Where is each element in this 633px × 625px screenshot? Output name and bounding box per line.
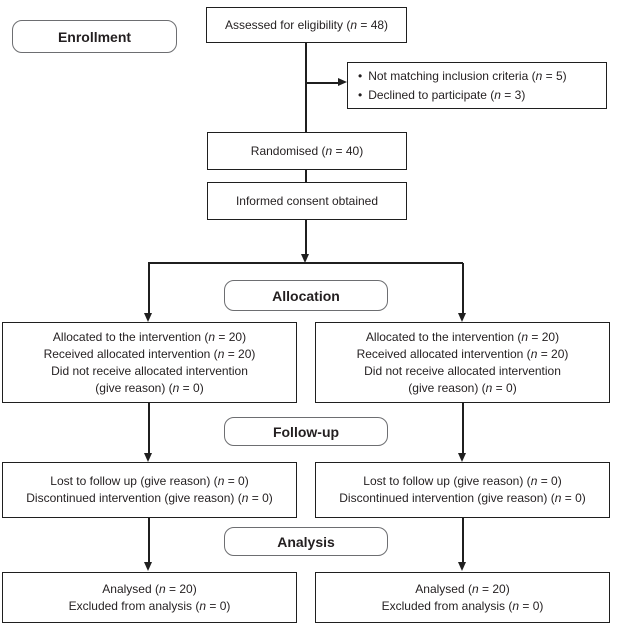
- allocation-left-arm-box: Allocated to the intervention (n = 20) R…: [2, 322, 297, 403]
- arrowhead-down-branch: [301, 254, 309, 263]
- box-line: Discontinued intervention (give reason) …: [26, 491, 273, 505]
- connector-branch-to-allocation-right: [462, 263, 464, 313]
- connector-followup-to-analysis-left: [148, 518, 150, 562]
- assessed-for-eligibility-box: Assessed for eligibility (n = 48): [206, 7, 407, 43]
- box-line: Did not receive allocated intervention: [364, 363, 561, 378]
- bullet-icon: •: [358, 68, 363, 83]
- connector-followup-to-analysis-right: [462, 518, 464, 562]
- connector-consent-to-branch: [305, 220, 307, 254]
- box-line: Lost to follow up (give reason) (n = 0): [50, 474, 249, 488]
- arrowhead-down-followup-right: [458, 453, 466, 462]
- box-line: Received allocated intervention (n = 20): [43, 346, 256, 361]
- box-line: Allocated to the intervention (n = 20): [365, 329, 560, 344]
- box-line: Not matching inclusion criteria (n = 5): [368, 68, 567, 83]
- informed-consent-box: Informed consent obtained: [207, 182, 407, 220]
- analysis-left-arm-box: Analysed (n = 20) Excluded from analysis…: [2, 572, 297, 623]
- list-item: • Not matching inclusion criteria (n = 5…: [358, 67, 602, 86]
- box-line: Allocated to the intervention (n = 20): [52, 329, 247, 344]
- box-line: Excluded from analysis (n = 0): [68, 598, 231, 613]
- followup-left-arm-box: Lost to follow up (give reason) (n = 0) …: [2, 462, 297, 518]
- analysis-right-arm-box: Analysed (n = 20) Excluded from analysis…: [315, 572, 610, 623]
- box-line: Received allocated intervention (n = 20): [356, 346, 569, 361]
- box-line: Analysed (n = 20): [102, 581, 197, 596]
- arrowhead-down-allocation-left: [144, 313, 152, 322]
- stage-label-allocation: Allocation: [224, 280, 388, 311]
- box-line: Analysed (n = 20): [415, 581, 510, 596]
- arrowhead-right-exclusion: [338, 78, 347, 86]
- box-line: Declined to participate (n = 3): [368, 87, 526, 102]
- arrowhead-down-allocation-right: [458, 313, 466, 322]
- allocation-right-arm-box: Allocated to the intervention (n = 20) R…: [315, 322, 610, 403]
- stage-label-analysis: Analysis: [224, 527, 388, 556]
- connector-to-exclusion-box: [306, 82, 339, 84]
- box-line: Lost to follow up (give reason) (n = 0): [363, 474, 562, 488]
- arrowhead-down-analysis-left: [144, 562, 152, 571]
- box-line: Randomised (n = 40): [250, 143, 364, 158]
- box-line: Assessed for eligibility (n = 48): [224, 17, 389, 32]
- box-line: Did not receive allocated intervention: [51, 363, 248, 378]
- arrowhead-down-analysis-right: [458, 562, 466, 571]
- box-line: Discontinued intervention (give reason) …: [339, 491, 586, 505]
- bullet-icon: •: [358, 87, 363, 102]
- connector-allocation-to-followup-left: [148, 403, 150, 453]
- randomised-box: Randomised (n = 40): [207, 132, 407, 170]
- list-item: • Declined to participate (n = 3): [358, 86, 602, 105]
- stage-label-followup: Follow-up: [224, 417, 388, 446]
- box-line: (give reason) (n = 0): [95, 380, 204, 395]
- connector-branch-to-allocation-left: [148, 263, 150, 313]
- box-line: Informed consent obtained: [235, 193, 379, 208]
- connector-allocation-to-followup-right: [462, 403, 464, 453]
- exclusion-reasons-box: • Not matching inclusion criteria (n = 5…: [347, 62, 607, 109]
- branch-horizontal-line: [148, 262, 463, 264]
- stage-label-enrollment: Enrollment: [12, 20, 177, 53]
- connector-assessed-to-randomised: [305, 43, 307, 132]
- box-line: (give reason) (n = 0): [408, 380, 517, 395]
- followup-right-arm-box: Lost to follow up (give reason) (n = 0) …: [315, 462, 610, 518]
- arrowhead-down-followup-left: [144, 453, 152, 462]
- box-line: Excluded from analysis (n = 0): [381, 598, 544, 613]
- connector-randomised-to-consent: [305, 170, 307, 182]
